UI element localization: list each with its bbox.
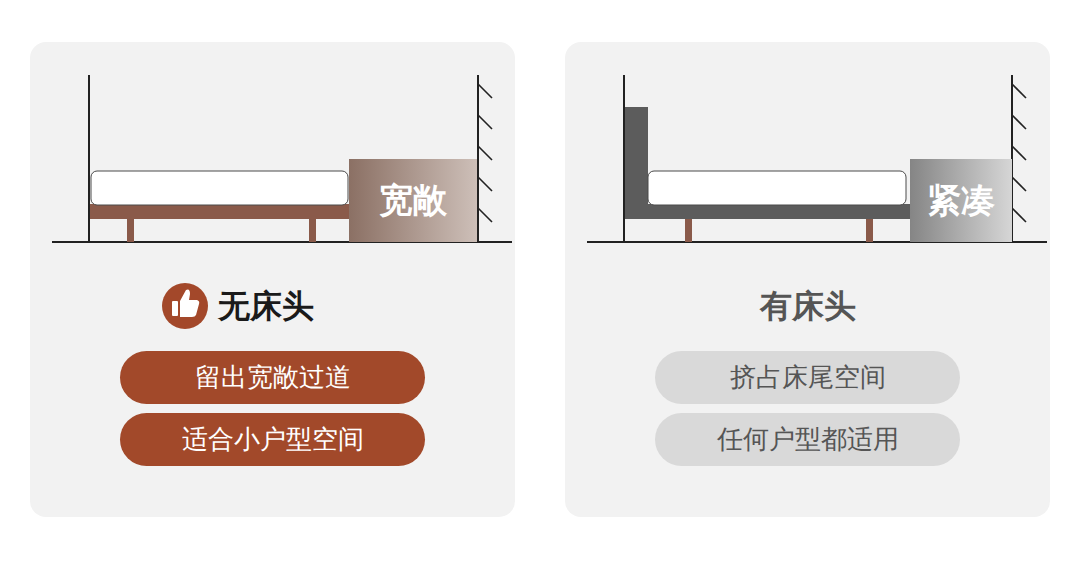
- card-ground: [565, 42, 1050, 517]
- label-text: 紧凑: [927, 178, 995, 224]
- comparison-card: 无床头 宽敞留出宽敞过道适合小户型空间: [30, 42, 515, 517]
- drawback-pill: 任何户型都适用: [655, 413, 960, 466]
- label-text: 挤占床尾空间: [730, 360, 886, 395]
- card-heading: 无床头: [218, 285, 314, 327]
- card-heading: 有床头: [565, 285, 1050, 327]
- bed-no-headboard: [52, 75, 512, 329]
- compact-zone: 紧凑: [910, 159, 1012, 242]
- label-text: 留出宽敞过道: [195, 360, 351, 395]
- drawback-pill: 挤占床尾空间: [655, 351, 960, 404]
- bed-with-headboard: [587, 75, 1047, 242]
- spacious-zone: 宽敞: [349, 159, 477, 242]
- benefit-pill: 留出宽敞过道: [120, 351, 425, 404]
- label-text: 适合小户型空间: [182, 422, 364, 457]
- card-ground: [30, 42, 515, 517]
- benefit-pill: 适合小户型空间: [120, 413, 425, 466]
- comparison-card: 有床头 紧凑挤占床尾空间任何户型都适用: [565, 42, 1050, 517]
- label-text: 任何户型都适用: [717, 422, 899, 457]
- label-text: 宽敞: [379, 178, 447, 224]
